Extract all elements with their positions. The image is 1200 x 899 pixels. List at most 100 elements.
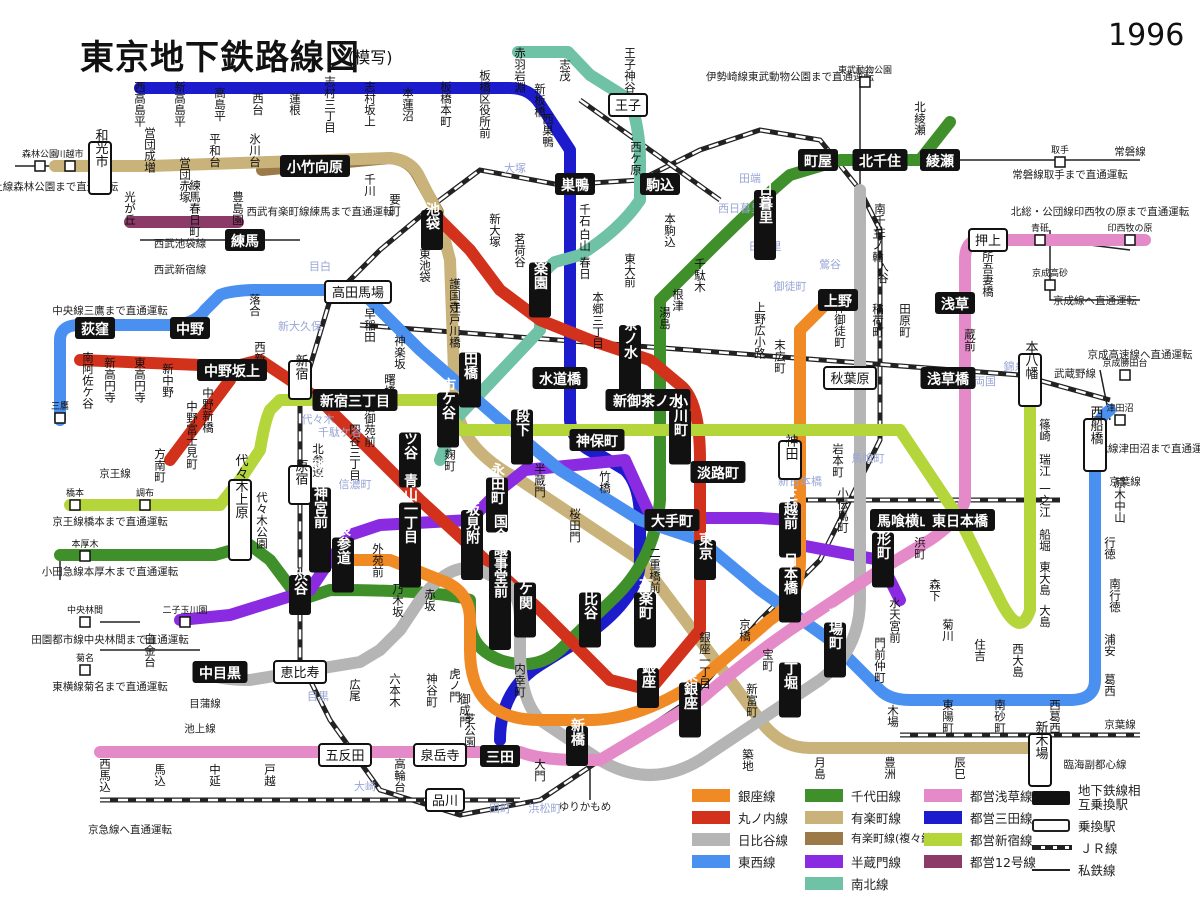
station-transfer-小川町: 小川町 — [669, 395, 691, 465]
station-transfer-浅草: 浅草 — [935, 292, 975, 314]
jr-line-1 — [578, 97, 722, 203]
station-label-赤坂: 赤坂 — [423, 589, 437, 613]
station-transfer-西日暮里: 西日暮里 — [754, 168, 776, 260]
station-transfer-渋谷: 渋谷 — [289, 566, 311, 615]
station-name: 泉岳寺 — [420, 748, 459, 764]
station-transfer-大手町: 大手町 — [644, 509, 700, 531]
station-marker — [608, 93, 648, 117]
terminal-label-青砥: 青砥 — [1031, 222, 1049, 234]
station-name: 巣鴨 — [560, 177, 589, 194]
station-label-赤羽岩淵: 赤羽岩淵 — [513, 47, 527, 94]
station-name: 市ケ谷 — [440, 377, 456, 421]
station-label-蔵前: 蔵前 — [963, 329, 977, 353]
station-name: 小川町 — [672, 395, 689, 438]
station-label-北綾瀬: 北綾瀬 — [913, 101, 927, 136]
legend-label-asakusa: 都営浅草線 — [970, 789, 1033, 804]
station-label-西台: 西台 — [251, 93, 265, 116]
legend-swatch-marunouchi — [692, 811, 730, 824]
station-transfer-国会議事堂前: 国会議事堂前 — [489, 514, 511, 650]
station-name: 上野 — [824, 294, 852, 310]
note-label: 京王線橋本まで直通運転 — [52, 515, 168, 528]
station-transfer-淡路町: 淡路町 — [690, 461, 746, 483]
station-label-護国寺: 護国寺 — [448, 277, 462, 312]
station-transfer-小竹向原: 小竹向原 — [280, 155, 350, 177]
station-transfer-綾瀬: 綾瀬 — [920, 149, 960, 171]
terminal-label-橋本: 橋本 — [66, 487, 84, 499]
station-label-新高円寺: 新高円寺 — [103, 356, 117, 403]
terminal-label-調布: 調布 — [136, 487, 154, 499]
station-transfer-町屋: 町屋 — [798, 149, 838, 171]
station-transfer-池袋: 池袋 — [421, 201, 443, 250]
station-name: 新宿三丁目 — [320, 393, 390, 410]
terminal-東武動物公園 — [859, 76, 871, 88]
station-marker — [332, 537, 354, 593]
station-marker — [870, 509, 940, 531]
legend-swatch-yurakucho-bis — [805, 831, 843, 845]
station-label-一之江: 一之江 — [1038, 483, 1052, 518]
station-marker — [637, 668, 659, 708]
legend-hibiya: 日比谷線 — [692, 830, 788, 849]
station-name: 東銀座 — [682, 667, 698, 711]
jr-station-大崎: 大崎 — [354, 779, 376, 793]
station-transfer-練馬: 練馬 — [225, 229, 265, 251]
station-label-板橋本町: 板橋本町 — [439, 80, 453, 127]
station-label-芝公園: 芝公園 — [463, 713, 477, 748]
jr-station-千駄ケ谷: 千駄ケ谷 — [318, 425, 362, 439]
station-marker — [925, 509, 995, 531]
station-name: 飯田橋 — [462, 337, 479, 381]
station-marker — [935, 292, 975, 314]
station-name: 国会議事堂前 — [492, 514, 508, 599]
terminal-調布 — [139, 499, 151, 511]
station-transfer-中野坂上: 中野坂上 — [197, 359, 267, 381]
private-lines-layer — [15, 80, 1140, 800]
note-label: 京急線へ直通運転 — [88, 823, 172, 836]
station-transfer-後楽園: 後楽園 — [529, 247, 551, 318]
legend-yurakucho-bis: 有楽町線(複々線) — [805, 830, 937, 846]
station-label-中野新橋: 中野新橋 — [201, 387, 215, 434]
terminal-取手 — [1054, 156, 1066, 168]
station-name: 馬喰横山 — [877, 513, 933, 530]
terminal-label-津田沼: 津田沼 — [1106, 403, 1133, 414]
station-marker — [579, 592, 601, 648]
station-label-新富町: 新富町 — [745, 682, 759, 717]
station-marker — [192, 661, 248, 683]
station-label-白山: 白山 — [578, 228, 592, 252]
station-marker — [694, 540, 716, 580]
note-label: 西武池袋線 — [154, 237, 207, 250]
station-transfer-浅草橋: 浅草橋 — [920, 367, 976, 389]
note-label: 京成線へ直通運転 — [1053, 294, 1137, 307]
station-name: 霞ケ関 — [517, 567, 533, 611]
note-label: 京葉線 — [1104, 718, 1136, 731]
station-label-篠崎: 篠崎 — [1038, 418, 1052, 442]
station-name: 渋谷 — [292, 566, 308, 596]
station-label-神楽坂: 神楽坂 — [393, 334, 407, 370]
station-label-戸越: 戸越 — [263, 764, 277, 788]
station-label-方南町: 方南町 — [153, 447, 167, 482]
station-label-宝町: 宝町 — [761, 648, 775, 672]
station-marker — [566, 726, 588, 766]
station-labels-layer: 西高島平新高島平高島平西台蓮根志村三丁目志村坂上本蓮沼板橋本町板橋区役所前千石白… — [0, 47, 1200, 836]
legend-swatch-namboku — [805, 877, 843, 890]
station-markers-layer: 北千住綾瀬町屋西日暮里上野浅草巣鴨駒込池袋後楽園小竹向原練馬御茶ノ水新御茶ノ水小… — [34, 76, 1136, 812]
note-label: 臨海副都心線 — [1064, 758, 1127, 771]
station-label-白金台: 白金台 — [143, 632, 157, 667]
station-transfer-表参道: 表参道 — [332, 522, 354, 593]
station-box-和光市: 和光市 — [88, 129, 112, 195]
station-transfer-日本橋: 日本橋 — [779, 553, 801, 623]
station-label-北参道: 北参道 — [311, 443, 325, 478]
legend-swatch-chiyoda — [805, 789, 843, 802]
terminal-川越市 — [64, 160, 76, 172]
station-label-行徳: 行徳 — [1103, 537, 1117, 561]
terminal-label-二子玉川園: 二子玉川園 — [162, 605, 207, 616]
station-transfer-日比谷: 日比谷 — [579, 578, 601, 648]
station-box-泉岳寺: 泉岳寺 — [413, 743, 467, 767]
station-label-外苑前: 外苑前 — [371, 543, 385, 578]
station-box-本八幡: 本八幡 — [1018, 341, 1042, 407]
station-name: 日本橋 — [782, 553, 798, 596]
station-label-根津: 根津 — [671, 288, 685, 312]
station-transfer-上野: 上野 — [818, 289, 858, 311]
station-label-辰巳: 辰巳 — [953, 757, 967, 780]
note-label: 京王線 — [99, 467, 131, 480]
station-name: 後楽園 — [532, 247, 549, 291]
station-name: 東京 — [697, 531, 713, 561]
